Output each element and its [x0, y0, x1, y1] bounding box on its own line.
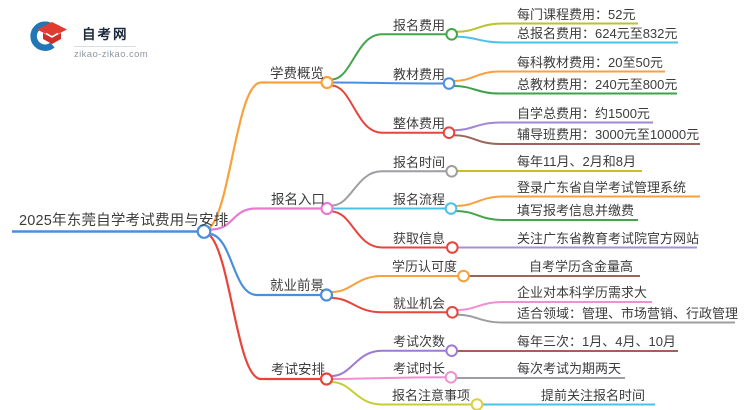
leaf-degree-value[interactable]: 自考学历含金量高 [529, 259, 634, 274]
topic-get-information[interactable]: 获取信息 [393, 230, 446, 246]
edge-tutoring-class-cost [453, 134, 700, 145]
connector-get-information[interactable] [446, 241, 459, 254]
leaf-registration-months[interactable]: 每年11月、2月和8月 [517, 154, 636, 169]
logo-title: 自考网 [82, 27, 129, 42]
connector-job-opportunities[interactable] [446, 306, 459, 319]
root-topic[interactable]: 2025年东莞自学考试费用与安排 [19, 212, 229, 229]
topic-exam-schedule[interactable]: 考试安排 [271, 362, 325, 377]
edge-job-opportunities [331, 297, 447, 314]
edge-registration-notes [331, 381, 472, 406]
leaf-tutoring-class-cost[interactable]: 辅导班费用：3000元至10000元 [517, 127, 700, 142]
edge-degree-recognition [331, 275, 459, 293]
logo-divider [74, 46, 136, 47]
edge-total-textbook-fee [453, 85, 677, 95]
edge-suitable-fields [457, 313, 735, 324]
connector-registration-fee[interactable] [445, 28, 459, 41]
leaf-total-textbook-fee[interactable]: 总教材费用：240元至800元 [517, 76, 678, 92]
edge-enterprise-demand [457, 301, 652, 311]
edge-get-information [331, 210, 447, 249]
topic-employment-prospects[interactable]: 就业前景 [270, 278, 324, 293]
leaf-follow-website[interactable]: 关注广东省教育考试院官方网站 [517, 230, 700, 246]
edge-per-subject-textbook-fee [453, 70, 665, 82]
graduation-cap-logo-icon [30, 21, 67, 51]
leaf-three-times-per-year[interactable]: 每年三次：1月、4月、10月 [517, 334, 676, 349]
connector-exam-frequency[interactable] [445, 344, 459, 358]
connector-exam-schedule[interactable] [319, 372, 334, 386]
topic-registration-time[interactable]: 报名时间 [393, 154, 446, 170]
topic-job-opportunities[interactable]: 就业机会 [393, 295, 446, 311]
edge-per-course-fee [456, 22, 638, 33]
topic-exam-frequency[interactable]: 考试次数 [393, 334, 446, 349]
connector-registration-process[interactable] [444, 202, 458, 215]
leaf-fill-info-pay[interactable]: 填写报考信息并缴费 [517, 203, 635, 218]
connector-employment-prospects[interactable] [319, 288, 334, 302]
leaf-per-course-fee[interactable]: 每门课程费用：52元 [517, 6, 636, 22]
edge-employment-prospects [210, 232, 321, 297]
leaf-enterprise-demand[interactable]: 企业对本科学历需求大 [517, 285, 648, 300]
topic-registration-notes[interactable]: 报名注意事项 [392, 387, 471, 403]
connector-registration-entrance[interactable] [320, 201, 334, 216]
topic-overall-cost[interactable]: 整体费用 [393, 115, 446, 131]
topic-registration-fee[interactable]: 报名费用 [393, 17, 446, 33]
connector-exam-duration[interactable] [444, 371, 458, 384]
leaf-total-registration-fee[interactable]: 总报名费用：624元至832元 [517, 25, 678, 41]
edge-registration-time [331, 170, 447, 207]
logo-domain: zikao-zikao.com [74, 49, 149, 60]
edge-exam-duration [332, 376, 446, 380]
edge-textbook-fee [332, 81, 444, 85]
connector-registration-notes[interactable] [470, 398, 484, 410]
edge-registration-fee [331, 33, 447, 81]
connector-fee-overview[interactable] [320, 75, 334, 90]
leaf-per-subject-textbook-fee[interactable]: 每科教材费用：20至50元 [517, 54, 663, 70]
connector-root[interactable] [196, 224, 212, 239]
edge-total-registration-fee [456, 35, 678, 44]
leaf-suitable-fields[interactable]: 适合领域：管理、市场营销、行政管理 [517, 305, 739, 321]
leaf-two-days[interactable]: 每次考试为期两天 [517, 361, 622, 376]
edge-login-system [455, 195, 700, 207]
connector-textbook-fee[interactable] [442, 77, 456, 90]
topic-exam-duration[interactable]: 考试时长 [393, 360, 446, 376]
edge-registration-entrance [210, 207, 322, 231]
leaf-login-system[interactable]: 登录广东省自学考试管理系统 [517, 179, 687, 195]
edge-self-study-total-cost [453, 121, 653, 132]
topic-degree-recognition[interactable]: 学历认可度 [392, 259, 458, 274]
leaf-follow-registration-time[interactable]: 提前关注报名时间 [541, 387, 646, 403]
edge-exam-schedule [209, 234, 321, 381]
topic-registration-process[interactable]: 报名流程 [393, 191, 446, 207]
leaf-self-study-total-cost[interactable]: 自学总费用：约1500元 [517, 105, 650, 121]
connector-overall-cost[interactable] [442, 126, 456, 139]
edge-fill-info-pay [455, 210, 638, 221]
site-logo[interactable]: 自考网 zikao-zikao.com [28, 20, 148, 60]
topic-registration-entrance[interactable]: 报名入口 [271, 191, 325, 207]
edge-overall-cost [331, 84, 444, 134]
topic-fee-overview[interactable]: 学费概览 [270, 65, 324, 81]
connector-registration-time[interactable] [445, 165, 459, 178]
connector-degree-recognition[interactable] [457, 269, 470, 283]
edge-exam-frequency [331, 349, 447, 377]
edge-fee-overview [209, 81, 322, 229]
topic-textbook-fee[interactable]: 教材费用 [393, 66, 446, 82]
